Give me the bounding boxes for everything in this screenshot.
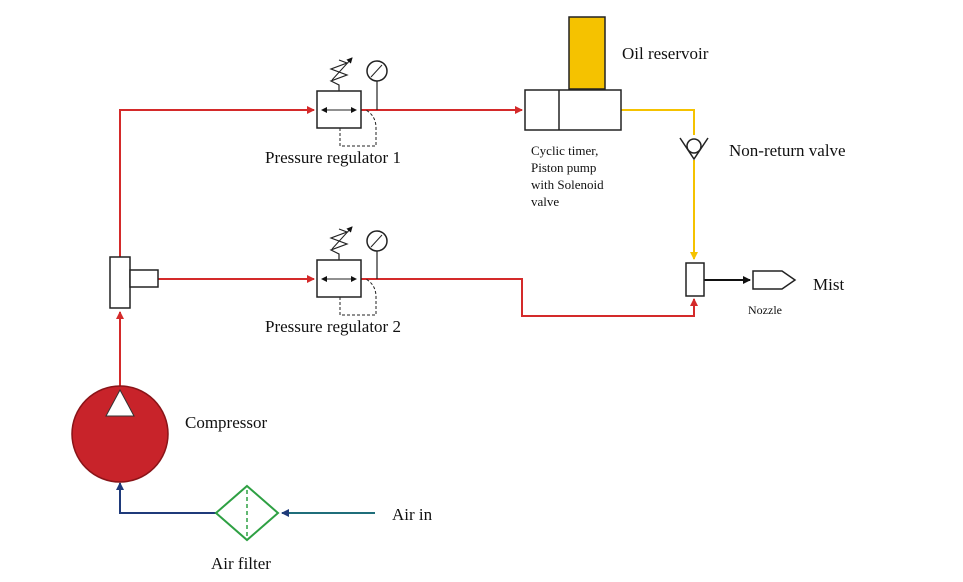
compressor xyxy=(71,385,169,483)
pressure-regulator-2 xyxy=(316,226,388,316)
spring-icon xyxy=(329,59,349,91)
non-return-valve xyxy=(679,137,709,161)
compressor-triangle-icon xyxy=(105,388,135,417)
spring-icon xyxy=(329,228,349,260)
oil-pipe-pump-to-valve xyxy=(621,109,695,135)
pump-label-line-4: valve xyxy=(531,194,559,209)
pump-label-line-3: with Solenoid xyxy=(531,177,604,192)
mixing-block xyxy=(685,262,705,297)
air-filter-label: Air filter xyxy=(211,554,271,573)
compressor-label: Compressor xyxy=(185,413,268,432)
mist-label: Mist xyxy=(813,275,844,294)
pressure-regulator-1-label: Pressure regulator 1 xyxy=(265,148,401,167)
pressure-regulator-2-label: Pressure regulator 2 xyxy=(265,317,401,336)
oil-reservoir xyxy=(568,16,606,90)
pump-label-line-1: Cyclic timer, xyxy=(531,143,598,158)
air-filter xyxy=(214,484,280,542)
pilot-line xyxy=(339,109,377,147)
inlet-pipe-filter-to-compressor xyxy=(116,482,217,514)
pipe-to-regulator-1 xyxy=(119,106,315,258)
pilot-line xyxy=(339,278,377,316)
pressure-regulator-1 xyxy=(316,57,388,147)
air-in-label: Air in xyxy=(392,505,433,524)
pipe-regulator-2-to-mixer xyxy=(361,278,698,317)
distributor-block xyxy=(109,256,159,309)
piston-pump-block xyxy=(524,89,622,131)
oil-reservoir-label: Oil reservoir xyxy=(622,44,709,63)
nozzle-label: Nozzle xyxy=(748,303,782,317)
pump-label-line-2: Piston pump xyxy=(531,160,596,175)
nozzle xyxy=(752,270,797,290)
non-return-valve-label: Non-return valve xyxy=(729,141,846,160)
